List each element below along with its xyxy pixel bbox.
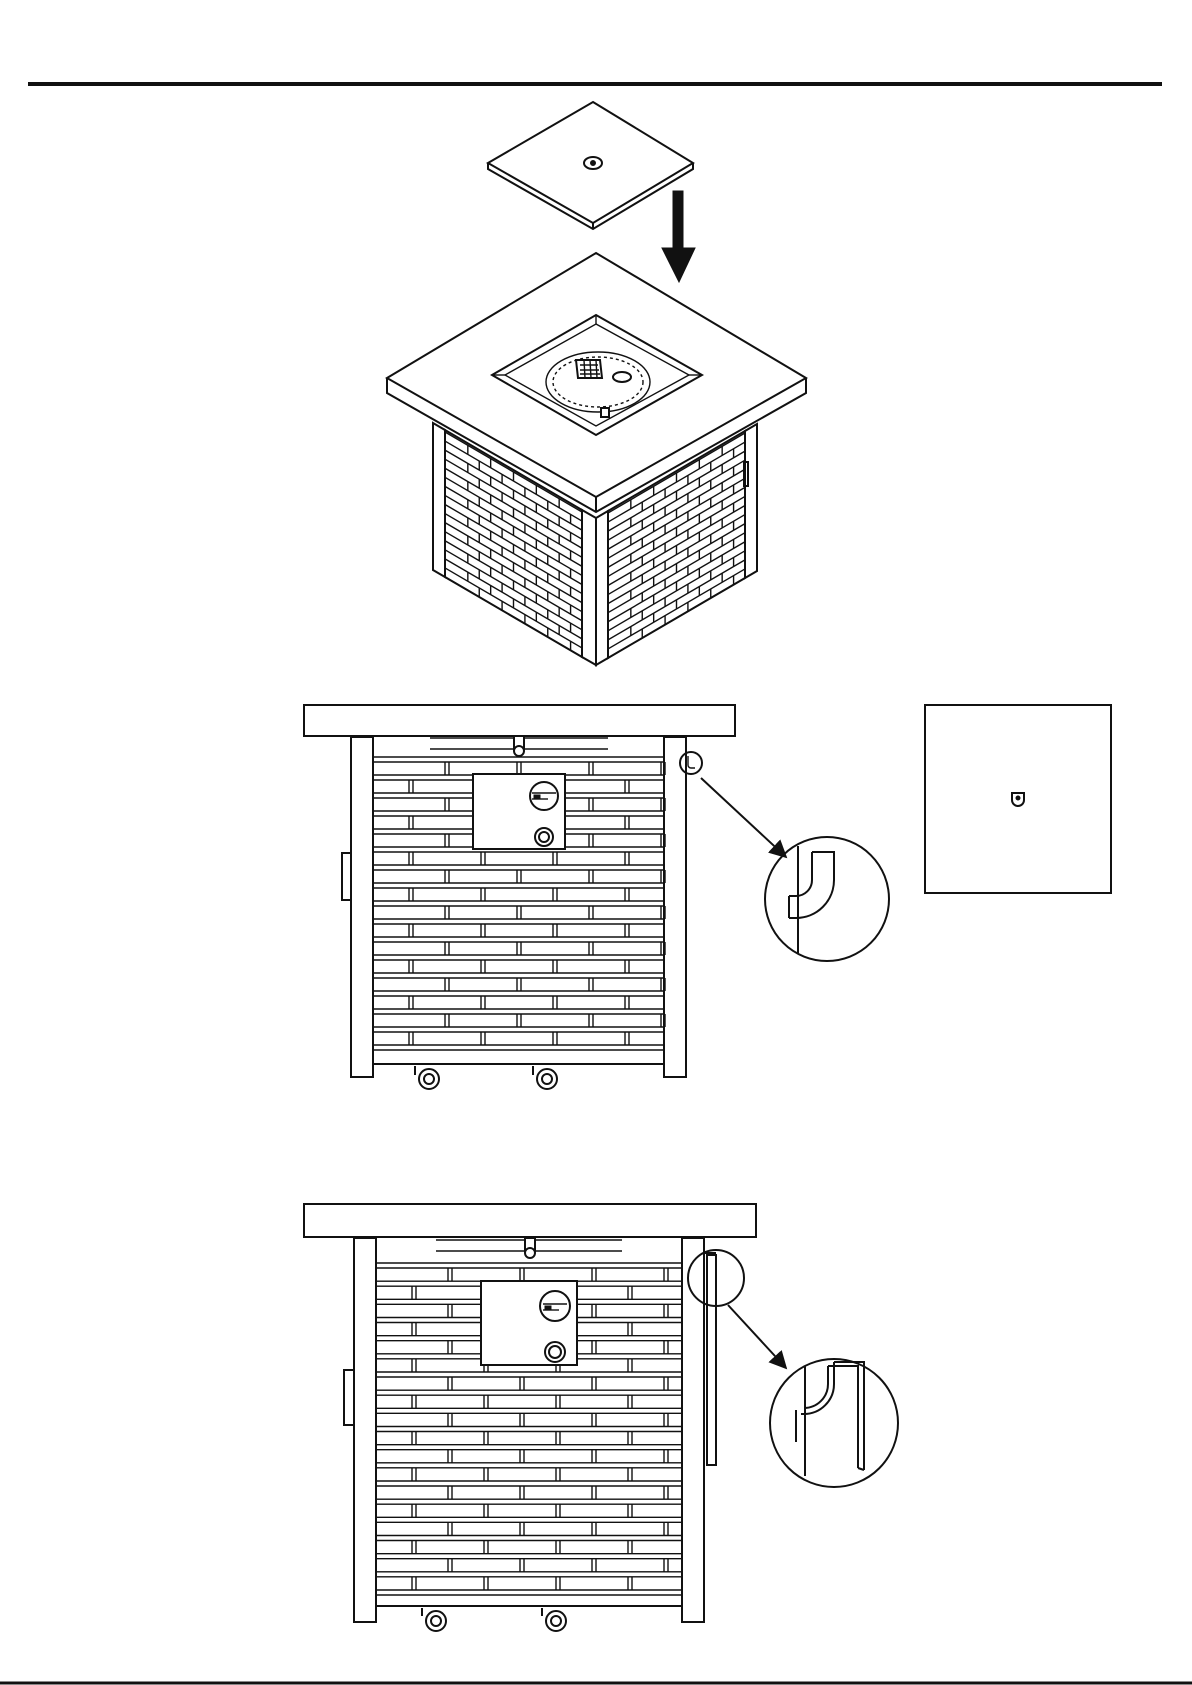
lid-top-view xyxy=(925,705,1111,893)
hung-lid xyxy=(704,1253,716,1465)
magnifier-detail-icon-2 xyxy=(770,1359,898,1487)
front-view-1 xyxy=(304,705,889,1089)
lid-panel xyxy=(488,102,693,229)
hook-callout-circle xyxy=(680,752,702,774)
control-panel-2 xyxy=(481,1281,577,1365)
control-panel xyxy=(473,774,565,849)
front-view-2 xyxy=(304,1204,898,1631)
caster-wheels-2 xyxy=(422,1608,566,1631)
down-arrow-icon xyxy=(662,191,695,282)
caster-wheels xyxy=(415,1066,557,1089)
magnifier-detail-icon xyxy=(765,837,889,961)
isometric-view xyxy=(387,102,806,665)
burner-ignitor xyxy=(576,360,602,378)
